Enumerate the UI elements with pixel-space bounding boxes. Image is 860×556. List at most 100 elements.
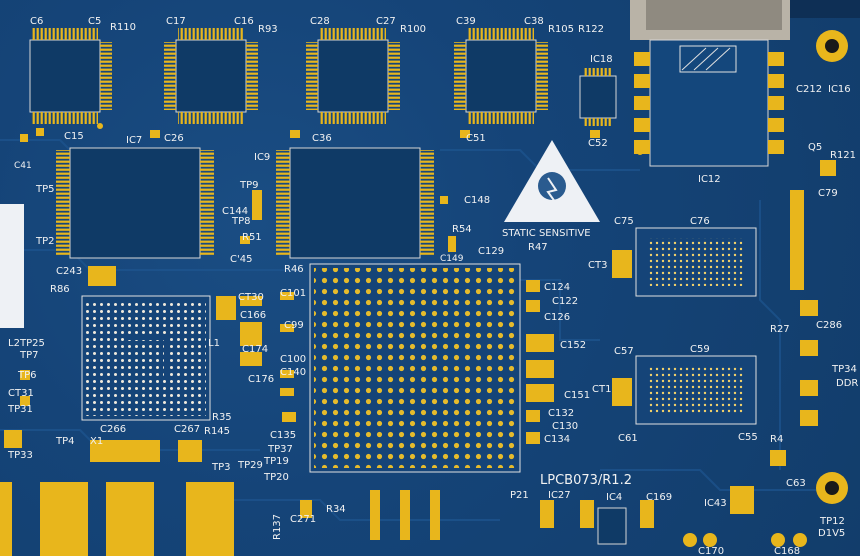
board-revision-label: LPCB073/R1.2: [540, 473, 632, 488]
silk-c144: C144: [222, 206, 248, 217]
silk-r47: R47: [528, 242, 548, 253]
silk-c266: C266: [100, 424, 126, 435]
silk-ct30: CT30: [238, 292, 264, 303]
silk-r110: R110: [110, 22, 136, 33]
silk-ic18: IC18: [590, 54, 613, 65]
esd-warning-symbol: [504, 140, 600, 222]
silk-tp37: TP37: [267, 444, 293, 455]
silk-c28: C28: [310, 16, 330, 27]
silk-c134: C134: [544, 434, 570, 445]
silk-tp4: TP4: [55, 436, 75, 447]
silk-c286: C286: [816, 320, 842, 331]
silk-c135: C135: [270, 430, 296, 441]
silk-r4: R4: [770, 434, 783, 445]
silk-c170: C170: [698, 546, 724, 556]
silk-c271: C271: [290, 514, 316, 525]
silk-c151: C151: [564, 390, 590, 401]
ddr-chip-upper: [635, 227, 757, 297]
mounting-hole-top: [816, 30, 848, 62]
silk-tp31: TP31: [7, 404, 33, 415]
edge-label-sticker: [0, 204, 24, 328]
silk-c59: C59: [690, 344, 710, 355]
ddr-chip-lower: [635, 355, 757, 425]
qfp-chip-2: [164, 28, 258, 124]
silk-c152: C152: [560, 340, 586, 351]
silk-c15: C15: [64, 131, 84, 142]
silk-r86: R86: [50, 284, 70, 295]
silk-c267: C267: [174, 424, 200, 435]
silk-c168: C168: [774, 546, 800, 556]
silk-ic16: IC16: [828, 84, 851, 95]
silk-ic4: IC4: [606, 492, 622, 503]
silk-tp20: TP20: [263, 472, 289, 483]
silk-c99: C99: [284, 320, 304, 331]
smd-component-pads: [20, 128, 836, 540]
silk-c129: C129: [478, 246, 504, 257]
silk-l2: L2: [8, 338, 20, 349]
silk-tp8: TP8: [231, 216, 251, 227]
bga-chip-left: [81, 295, 211, 421]
tsop-chip-ic9: [276, 147, 434, 259]
silk-c75: C75: [614, 216, 634, 227]
silk-c130: C130: [552, 421, 578, 432]
silk-c176: C176: [248, 374, 274, 385]
silk-c17: C17: [166, 16, 186, 27]
silk-ic27: IC27: [548, 490, 571, 501]
silk-c41: C41: [14, 161, 32, 171]
chip-ic4-outline: [597, 507, 627, 545]
chip-ic18: [579, 68, 617, 126]
silk-ic9: IC9: [254, 152, 270, 163]
silk-c16: C16: [234, 16, 254, 27]
silk-c140: C140: [280, 367, 306, 378]
silk-r137: R137: [272, 514, 283, 540]
silk-tp6: TP6: [17, 370, 37, 381]
silk-c76: C76: [690, 216, 710, 227]
silk-c61: C61: [618, 433, 638, 444]
silk-tp5: TP5: [35, 184, 55, 195]
silk-c6: C6: [30, 16, 43, 27]
silk-ic7: IC7: [126, 135, 142, 146]
silk-tp12: TP12: [819, 516, 845, 527]
silk-c38: C38: [524, 16, 544, 27]
silk-tp9: TP9: [239, 180, 259, 191]
silk-c27: C27: [376, 16, 396, 27]
silk-x1: X1: [90, 436, 103, 447]
silk-c122: C122: [552, 296, 578, 307]
silk-d1v5: D1V5: [818, 528, 845, 539]
silk-ct1: CT1: [592, 384, 611, 395]
qfp-chip-4: [454, 28, 548, 124]
tsop-chip-ic7: [56, 147, 214, 259]
copper-traces: [0, 139, 840, 521]
silk-c169: C169: [646, 492, 672, 503]
silk-c63: C63: [786, 478, 806, 489]
silk-c132: C132: [548, 408, 574, 419]
silk-tp19: TP19: [263, 456, 289, 467]
silk-p21: P21: [510, 490, 529, 501]
silk-r35: R35: [212, 412, 232, 423]
silk-ct31: CT31: [8, 388, 34, 399]
silk-r121: R121: [830, 150, 856, 161]
silk-ic12: IC12: [698, 174, 721, 185]
silk-c166: C166: [240, 310, 266, 321]
silk-r105: R105: [548, 24, 574, 35]
static-warning-label: STATIC SENSITIVE: [502, 228, 591, 239]
silk-c57: C57: [614, 346, 634, 357]
silk-ct3: CT3: [588, 260, 607, 271]
silk-c51: C51: [466, 133, 486, 144]
qfp-chip-3: [306, 28, 400, 124]
silk-r145: R145: [204, 426, 230, 437]
silk-tp29: TP29: [237, 460, 263, 471]
silk-r51: R51: [242, 232, 262, 243]
silk-c26: C26: [164, 133, 184, 144]
mounting-hole-bottom: [816, 472, 848, 504]
silk-r27: R27: [770, 324, 790, 335]
silk-r54: R54: [452, 224, 472, 235]
silk-tp33: TP33: [7, 450, 33, 461]
silk-r100: R100: [400, 24, 426, 35]
silk-tp3: TP3: [211, 462, 231, 473]
bga-chip-main: [309, 263, 521, 473]
silk-tp34: TP34: [831, 364, 857, 375]
silk-r46: R46: [284, 264, 304, 275]
silk-c243: C243: [56, 266, 82, 277]
